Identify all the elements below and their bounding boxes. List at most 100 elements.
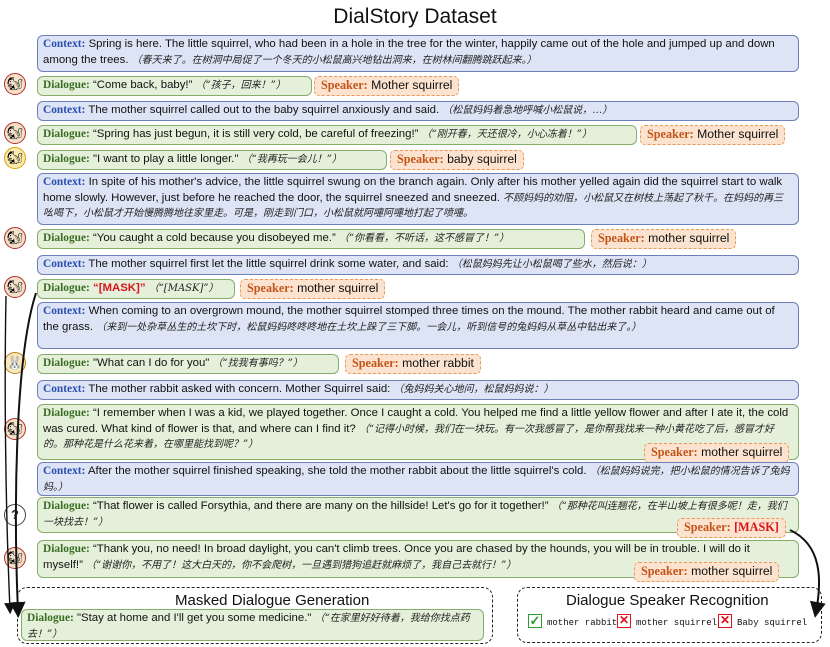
speaker-label: Speaker: [352, 356, 399, 370]
context-text-cn: （来到一处杂草丛生的土坎下时，松鼠妈妈咚咚咚地在土坎上跺了三下脚。一会儿，听到信… [96, 321, 642, 333]
dialogue-text-cn: （“找我有事吗？”） [212, 358, 303, 369]
context-text-cn: 不顾妈妈的劝阻，小松鼠又在树枝上荡起了秋千。在妈妈的再三吆喝下，小松鼠才开始慢腾… [43, 192, 784, 220]
dialogue-text: “Thank you, no need! In broad daylight, … [43, 543, 750, 571]
squirrel-avatar: 🐿 [4, 122, 26, 144]
baby-squirrel-avatar: 🐿 [4, 147, 26, 169]
speaker-label: Speaker: [684, 520, 731, 534]
context-text: When coming to an overgrown mound, the m… [43, 305, 775, 333]
speaker-value: mother squirrel [691, 564, 773, 578]
speaker-value: mother squirrel [701, 445, 783, 459]
squirrel-avatar: 🐿 [4, 276, 26, 298]
context-text: The mother rabbit asked with concern. Mo… [88, 383, 391, 395]
squirrel-avatar: 🐿 [4, 227, 26, 249]
dialogue-label: Dialogue: [43, 282, 90, 294]
dialogue-text-cn: （“谢谢你，不用了！这大白天的，你不会爬树，一旦遇到猎狗追赶就麻烦了，我自己去就… [86, 559, 517, 571]
speaker-value: mother squirrel [648, 231, 730, 245]
dialogue-text: “You caught a cold because you disobeyed… [93, 232, 336, 244]
context-text: The mother squirrel called out to the ba… [88, 104, 440, 116]
arrow-to-recognition [789, 529, 826, 618]
dialogue-text: “I remember when I was a kid, we played … [43, 407, 789, 435]
dialogue-box: Dialogue: “You caught a cold because you… [37, 229, 585, 249]
dialogue-label: Dialogue: [43, 357, 90, 369]
arrow-to-generation-2 [4, 295, 16, 615]
dialogue-label: Dialogue: [27, 612, 74, 624]
dialogue-box: Dialogue: “Thank you, no need! In broad … [37, 540, 799, 578]
context-text-cn: （春天来了。在树洞中局促了一个冬天的小松鼠高兴地钻出洞来，在树林间翻腾跳跃起来。… [131, 54, 537, 66]
context-text: After the mother squirrel finished speak… [87, 465, 587, 477]
generated-dialogue-text: "Stay at home and I'll get you some medi… [77, 612, 312, 624]
dialogue-box: Dialogue: "What can I do for you" （“找我有事… [37, 354, 339, 374]
context-label: Context: [43, 176, 86, 188]
masked-dialogue-generation-title: Masked Dialogue Generation [175, 592, 370, 609]
speaker-tag: Speaker: mother squirrel [591, 229, 737, 249]
context-text-cn: （松鼠妈妈着急地呼喊小松鼠说，…） [442, 105, 613, 116]
speaker-tag: Speaker: mother squirrel [240, 279, 386, 299]
dialogue-box: Dialogue: "I want to play a little longe… [37, 150, 387, 170]
rabbit-avatar: 🐰 [4, 352, 26, 374]
check-icon: ✓ [528, 613, 542, 628]
speaker-value: mother rabbit [402, 356, 474, 370]
dialogue-box: Dialogue: “That flower is called Forsyth… [37, 497, 799, 533]
speaker-value: mother squirrel [297, 281, 379, 295]
dialogue-label: Dialogue: [43, 543, 90, 555]
dialogue-text: “Spring has just begun, it is still very… [93, 128, 419, 140]
speaker-tag: Speaker: baby squirrel [390, 150, 524, 170]
dialogue-text-cn: （“记得小时候，我们在一块玩。有一次我感冒了，是你帮我找来一种小黄花吃了后，感冒… [43, 423, 775, 451]
speaker-label: Speaker: [641, 564, 688, 578]
squirrel-avatar: 🐿 [4, 418, 26, 440]
dialogue-text-cn: （“刚开春，天还很冷，小心冻着！”） [421, 129, 592, 140]
context-text: In spite of his mother's advice, the lit… [43, 176, 783, 204]
speaker-label: Speaker: [647, 127, 694, 141]
context-box: Context: When coming to an overgrown mou… [37, 302, 799, 349]
dialogue-text: "I want to play a little longer." [93, 153, 239, 165]
speaker-option-label: mother rabbit [547, 618, 618, 628]
generated-dialogue-text-cn: （“在家里好好待着，我给你找点药去！”） [27, 613, 470, 640]
page-title: DialStory Dataset [333, 5, 497, 28]
generated-dialogue-box: Dialogue: "Stay at home and I'll get you… [21, 609, 484, 641]
speaker-label: Speaker: [651, 445, 698, 459]
cross-icon: ✕ [718, 613, 732, 628]
context-label: Context: [43, 383, 86, 395]
arrow-to-generation [9, 292, 37, 618]
speaker-tag: Speaker: mother rabbit [345, 354, 481, 374]
dialogue-label: Dialogue: [43, 128, 90, 140]
masked-dialogue-text: “[MASK]” [93, 282, 146, 294]
masked-speaker-value: [MASK] [734, 520, 779, 534]
dialogue-label: Dialogue: [43, 500, 90, 512]
dialogue-label: Dialogue: [43, 153, 90, 165]
speaker-option-label: Baby squirrel [737, 618, 808, 628]
speaker-value: Mother squirrel [371, 78, 453, 92]
context-text: The mother squirrel first let the little… [88, 258, 449, 270]
dialogue-text-cn: （“孩子，回来！”） [195, 80, 286, 91]
context-box: Context: The mother rabbit asked with co… [37, 380, 799, 400]
dialogue-text: “That flower is called Forsythia, and th… [93, 500, 549, 512]
context-label: Context: [43, 305, 86, 317]
speaker-value: baby squirrel [447, 152, 517, 166]
context-text-cn: （松鼠妈妈先让小松鼠喝了些水，然后说：） [451, 259, 652, 270]
speaker-recognition-title: Dialogue Speaker Recognition [566, 592, 769, 609]
cross-icon: ✕ [617, 613, 631, 628]
context-label: Context: [43, 465, 86, 477]
speaker-tag: Speaker: Mother squirrel [314, 76, 460, 96]
speaker-tag: Speaker: Mother squirrel [640, 125, 786, 145]
context-box: Context: In spite of his mother's advice… [37, 173, 799, 225]
speaker-label: Speaker: [598, 231, 645, 245]
speaker-label: Speaker: [397, 152, 444, 166]
speaker-option-label: mother squirrel [636, 618, 718, 628]
dialogue-text: "What can I do for you" [93, 357, 210, 369]
speaker-value: Mother squirrel [697, 127, 779, 141]
context-text-cn: （松鼠妈妈说完，把小松鼠的情况告诉了兔妈妈。） [43, 466, 790, 493]
context-label: Context: [43, 104, 86, 116]
speaker-tag: Speaker: mother squirrel [634, 562, 780, 582]
dialogue-text-cn: （“[MASK]”） [148, 283, 219, 294]
dialogue-box: Dialogue: “Spring has just begun, it is … [37, 125, 637, 145]
squirrel-avatar: 🐿 [4, 73, 26, 95]
dialogue-label: Dialogue: [43, 232, 90, 244]
squirrel-avatar: 🐿 [4, 547, 26, 569]
dialogue-text-cn: （“我再玩一会儿！”） [241, 154, 342, 165]
context-box: Context: Spring is here. The little squi… [37, 35, 799, 72]
context-label: Context: [43, 258, 86, 270]
context-box: Context: The mother squirrel first let t… [37, 255, 799, 275]
dialogue-text-cn: （“你看看，不听话，这不感冒了！”） [338, 233, 510, 244]
dialogue-label: Dialogue: [43, 79, 90, 91]
